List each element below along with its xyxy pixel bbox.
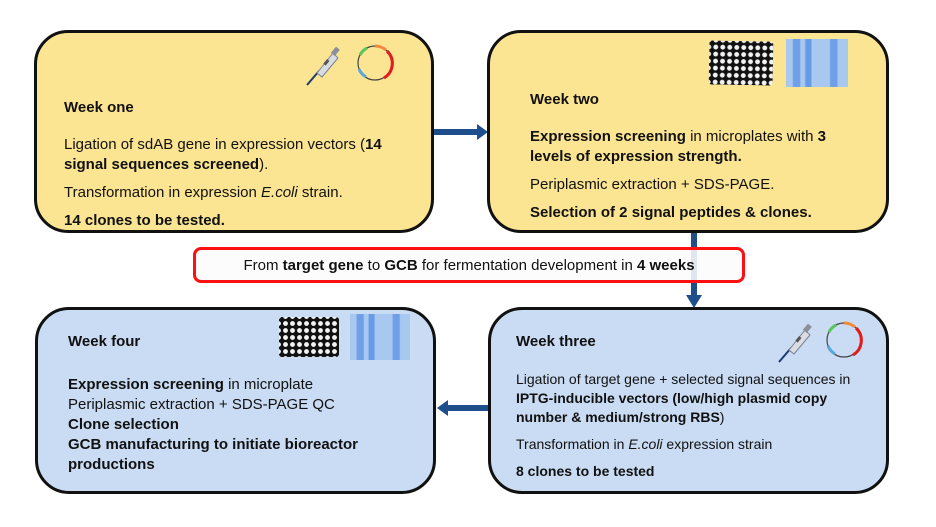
plasmid-icon: [825, 321, 863, 359]
week-four-extraction: Periplasmic extraction + SDS-PAGE QC: [68, 396, 335, 413]
week-two-body: Expression screening in microplates with…: [530, 127, 850, 231]
week-four-body: Expression screening in microplate Perip…: [68, 375, 408, 475]
week-one-ligation: Ligation of sdAB gene in expression vect…: [64, 136, 382, 173]
week-two-extraction: Periplasmic extraction + SDS-PAGE.: [530, 176, 775, 193]
week-two-title: Week two: [530, 91, 599, 108]
week-four-gcb: GCB manufacturing to initiate bioreactor…: [68, 436, 359, 473]
week-two-card: Week two Expression screening in micropl…: [487, 30, 889, 233]
week-four-title: Week four: [68, 333, 141, 350]
week-three-title: Week three: [516, 333, 596, 350]
week-two-selection: Selection of 2 signal peptides & clones.: [530, 204, 812, 221]
arrow-week-one-to-two: [433, 124, 488, 140]
plasmid-icon: [356, 44, 394, 82]
summary-banner: From target gene to GCB for fermentation…: [193, 247, 745, 283]
week-three-clones: 8 clones to be tested: [516, 463, 655, 479]
week-one-title: Week one: [64, 99, 134, 116]
pipette-icon: [778, 322, 813, 363]
pipette-icon: [306, 45, 341, 86]
week-one-card: Week one Ligation of sdAB gene in expres…: [34, 30, 434, 233]
week-one-body: Ligation of sdAB gene in expression vect…: [64, 135, 414, 239]
week-two-screening: Expression screening in microplates with…: [530, 128, 826, 165]
week-four-screening: Expression screening in microplate: [68, 376, 314, 393]
week-four-clone-selection: Clone selection: [68, 416, 179, 433]
sds-page-gel-icon: [350, 314, 410, 360]
week-three-card: Week three Ligation of target gene + sel…: [488, 307, 889, 494]
week-four-card: Week four Expression screening in microp…: [35, 307, 436, 494]
arrow-week-three-to-four: [437, 400, 492, 416]
week-three-transformation: Transformation in E.coli expression stra…: [516, 436, 773, 452]
microplate-icon: [279, 317, 339, 357]
week-three-ligation: Ligation of target gene + selected signa…: [516, 371, 851, 425]
microplate-icon: [708, 40, 774, 86]
week-one-transformation: Transformation in expression E.coli stra…: [64, 184, 343, 201]
week-three-body: Ligation of target gene + selected signa…: [516, 370, 876, 489]
week-one-clones: 14 clones to be tested.: [64, 212, 225, 229]
sds-page-gel-icon: [786, 39, 848, 87]
banner-text: From target gene to GCB for fermentation…: [243, 256, 695, 274]
